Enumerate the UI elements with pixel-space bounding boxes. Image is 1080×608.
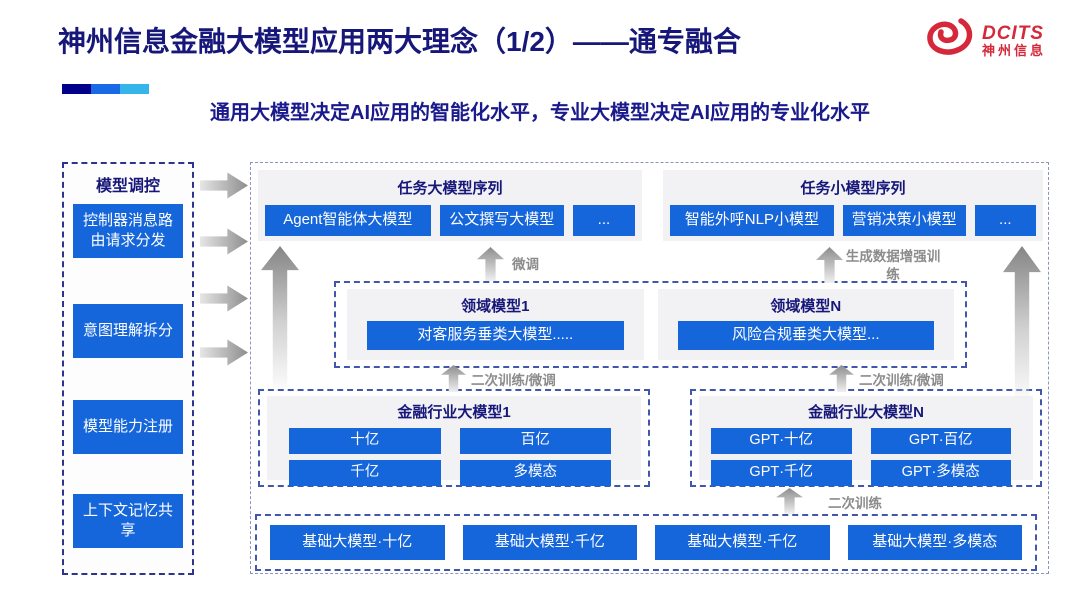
deco-segment — [91, 84, 120, 94]
domain-panel-n-item: 风险合规垂类大模型... — [677, 321, 934, 350]
base-models-box: 基础大模型·十亿 基础大模型·千亿 基础大模型·千亿 基础大模型·多模态 — [255, 514, 1037, 571]
industry-model-1-box: 金融行业大模型1 十亿 百亿 千亿 多模态 — [258, 389, 650, 487]
industry-model-n-panel: 金融行业大模型N GPT·十亿 GPT·百亿 GPT·千亿 GPT·多模态 — [699, 396, 1033, 486]
industry-n-item: GPT·多模态 — [870, 460, 1011, 486]
industry-model-1-panel: 金融行业大模型1 十亿 百亿 千亿 多模态 — [267, 396, 641, 486]
industry-1-item: 十亿 — [289, 428, 441, 454]
deco-segment — [120, 84, 149, 94]
slide-subtitle: 通用大模型决定AI应用的智能化水平，专业大模型决定AI应用的专业化水平 — [210, 102, 870, 124]
task-large-item: Agent智能体大模型 — [265, 205, 431, 236]
task-small-item: 营销决策小模型 — [842, 205, 966, 236]
domain-models-box: 领域模型1 对客服务垂类大模型..... 领域模型N 风险合规垂类大模型... — [334, 281, 967, 368]
base-model-item: 基础大模型·千亿 — [655, 525, 830, 560]
secondary-train-right-label: 二次训练/微调 — [859, 373, 944, 388]
fine-tune-label: 微调 — [512, 257, 539, 272]
base-model-item: 基础大模型·千亿 — [462, 525, 637, 560]
industry-model-n-box: 金融行业大模型N GPT·十亿 GPT·百亿 GPT·千亿 GPT·多模态 — [690, 389, 1042, 487]
main-diagram-frame — [250, 162, 1049, 574]
secondary-train-left-label: 二次训练/微调 — [471, 373, 556, 388]
arrow-right-icon — [200, 285, 248, 312]
arrow-right-icon — [200, 228, 248, 255]
task-small-item: 智能外呼NLP小模型 — [670, 205, 834, 236]
task-large-panel: 任务大模型序列 Agent智能体大模型 公文撰写大模型 ... — [258, 170, 642, 241]
domain-panel-1-item: 对客服务垂类大模型..... — [367, 321, 624, 350]
model-control-panel: 模型调控 控制器消息路由请求分发 意图理解拆分 模型能力注册 上下文记忆共享 — [62, 162, 194, 575]
industry-n-item: GPT·百亿 — [870, 428, 1011, 454]
industry-1-item: 多模态 — [459, 460, 611, 486]
base-model-item: 基础大模型·十亿 — [270, 525, 445, 560]
deco-segment — [62, 84, 91, 94]
deco-bar — [62, 84, 149, 94]
industry-n-item: GPT·千亿 — [711, 460, 852, 486]
industry-model-n-title: 金融行业大模型N — [808, 404, 924, 421]
task-small-title: 任务小模型序列 — [800, 180, 906, 197]
logo-brand-text: DCITS — [981, 22, 1044, 44]
arrow-right-icon — [200, 339, 248, 366]
industry-1-item: 百亿 — [459, 428, 611, 454]
page-title: 神州信息金融大模型应用两大理念（1/2）——通专融合 — [58, 26, 741, 57]
sidebar-item-intent: 意图理解拆分 — [73, 304, 183, 358]
domain-panel-n: 领域模型N 风险合规垂类大模型... — [657, 289, 954, 360]
sidebar-item-context: 上下文记忆共享 — [73, 494, 183, 548]
domain-panel-1: 领域模型1 对客服务垂类大模型..... — [347, 289, 644, 360]
industry-model-1-title: 金融行业大模型1 — [397, 404, 511, 421]
logo-brand-cn-text: 神州信息 — [981, 42, 1046, 58]
domain-panel-1-title: 领域模型1 — [461, 298, 530, 315]
task-large-item-more: ... — [572, 205, 635, 236]
gen-data-label: 生成数据增强训练 — [845, 249, 941, 282]
dcits-logo: DCITS 神州信息 — [925, 16, 1046, 65]
sidebar-item-registry: 模型能力注册 — [73, 400, 183, 454]
secondary-train-bottom-label: 二次训练 — [828, 496, 882, 511]
model-control-title: 模型调控 — [95, 178, 160, 195]
dcits-swirl-icon — [925, 16, 975, 65]
industry-1-item: 千亿 — [289, 460, 441, 486]
industry-n-item: GPT·十亿 — [711, 428, 852, 454]
task-large-item: 公文撰写大模型 — [439, 205, 564, 236]
task-small-panel: 任务小模型序列 智能外呼NLP小模型 营销决策小模型 ... — [663, 170, 1043, 241]
domain-panel-n-title: 领域模型N — [770, 298, 842, 315]
task-small-item-more: ... — [974, 205, 1036, 236]
sidebar-item-router: 控制器消息路由请求分发 — [73, 204, 183, 258]
arrow-right-icon — [200, 172, 248, 199]
task-large-title: 任务大模型序列 — [397, 180, 503, 197]
base-model-item: 基础大模型·多模态 — [847, 525, 1022, 560]
